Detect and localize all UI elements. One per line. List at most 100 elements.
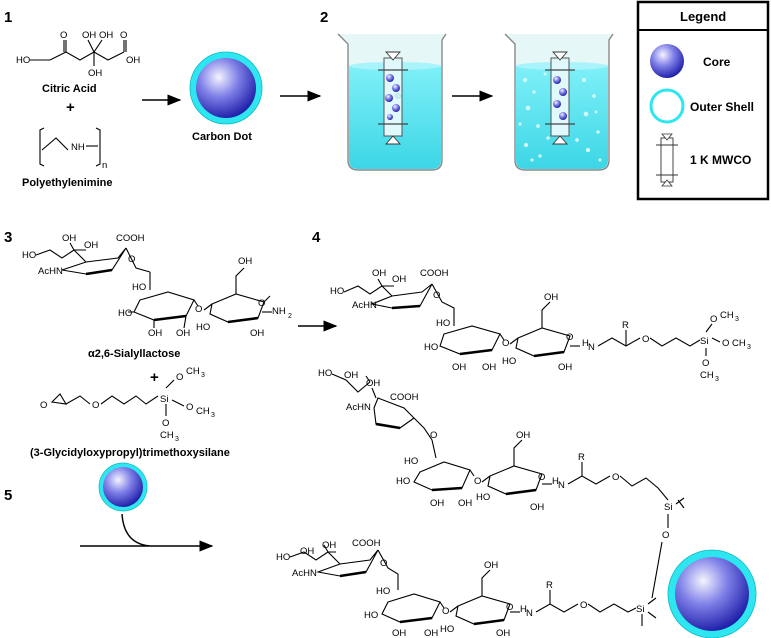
svg-text:HO: HO [440,624,454,635]
legend-core-icon [650,44,684,78]
svg-text:3: 3 [735,316,739,323]
svg-text:O: O [662,530,669,541]
svg-text:OH: OH [366,378,380,389]
svg-text:AcHN: AcHN [346,402,371,413]
svg-text:O: O [195,304,202,315]
svg-text:O: O [433,290,440,301]
carbon-dot-label: Carbon Dot [192,131,252,143]
svg-text:OH: OH [344,370,358,381]
svg-text:O: O [186,402,193,413]
svg-text:NH: NH [272,306,286,317]
svg-text:n: n [102,160,107,171]
svg-text:3: 3 [715,376,719,383]
glycidyl-silane-structure: O O Si O CH 3 O CH 3 O CH 3 [40,366,215,443]
pei-structure: NH n [39,127,107,171]
svg-text:O: O [442,606,449,617]
svg-text:O: O [580,600,587,611]
svg-text:OH: OH [516,430,530,441]
svg-text:N: N [526,608,533,619]
svg-text:CH: CH [700,370,714,381]
svg-text:HO: HO [404,456,418,467]
legend-shell-label: Outer Shell [690,100,754,114]
svg-text:HO: HO [436,318,450,329]
svg-text:O: O [566,332,573,343]
small-carbon-dot [98,462,148,512]
svg-text:CH: CH [196,406,210,417]
functionalized-chain-upper: OH OH COOH HO AcHN O HO HO OH OH O OH HO… [318,368,685,541]
svg-text:O: O [162,418,169,429]
svg-text:OH: OH [82,30,96,41]
svg-text:O: O [538,472,545,483]
svg-text:OH: OH [392,274,406,285]
svg-text:HO: HO [396,476,410,487]
svg-text:HO: HO [276,552,290,563]
svg-text:OH: OH [126,55,140,66]
svg-text:O: O [40,400,47,411]
svg-text:3: 3 [201,372,205,379]
svg-text:3: 3 [747,344,751,351]
svg-text:O: O [506,602,513,613]
svg-text:OH: OH [496,628,510,638]
legend-box [636,0,770,201]
legend-core-label: Core [703,55,731,69]
svg-text:Si: Si [160,394,168,405]
svg-text:O: O [176,372,183,383]
beaker-dialysis-start [337,33,447,171]
svg-text:O: O [710,314,717,325]
svg-text:H: H [582,338,589,349]
svg-text:H: H [552,476,559,487]
plus-sign-1: + [66,99,75,116]
legend-mwco-icon [656,133,678,187]
svg-text:OH: OH [430,498,444,509]
svg-text:OH: OH [250,328,264,339]
svg-text:H: H [520,604,527,615]
large-carbon-dot [667,549,757,638]
svg-text:CH: CH [732,338,746,349]
svg-text:HO: HO [376,586,390,597]
svg-text:OH: OH [558,362,572,373]
svg-text:COOH: COOH [390,392,419,403]
svg-text:HO: HO [364,610,378,621]
svg-text:AcHN: AcHN [292,568,317,579]
svg-text:OH: OH [530,502,544,513]
arrow-5 [80,513,212,546]
svg-text:OH: OH [544,292,558,303]
svg-text:O: O [128,254,135,265]
step-1-number: 1 [4,9,12,26]
svg-text:N: N [588,342,595,353]
svg-text:O: O [612,472,619,483]
svg-text:HO: HO [318,368,332,379]
svg-text:OH: OH [424,628,438,638]
svg-text:HO: HO [22,250,36,261]
svg-text:HO: HO [330,286,344,297]
svg-text:OH: OH [482,362,496,373]
svg-text:AcHN: AcHN [38,266,63,277]
plus-sign-2: + [150,369,159,386]
svg-text:OH: OH [322,540,336,551]
svg-text:R: R [578,452,585,463]
silane-label: (3-Glycidyloxypropyl)trimethoxysilane [30,447,230,459]
svg-text:2: 2 [288,313,292,320]
svg-text:COOH: COOH [352,538,381,549]
step-4-number: 4 [312,229,321,246]
svg-text:O: O [502,338,509,349]
svg-text:O: O [380,558,387,569]
svg-text:OH: OH [88,68,102,79]
svg-text:O: O [474,476,481,487]
svg-text:OH: OH [458,498,472,509]
svg-text:NH: NH [71,142,85,153]
svg-text:CH: CH [160,430,174,441]
svg-text:HO: HO [16,55,30,66]
citric-acid-structure: OH OH O O HO OH OH [16,30,140,79]
svg-text:HO: HO [424,342,438,353]
svg-text:OH: OH [452,362,466,373]
legend-title: Legend [680,9,726,24]
svg-text:CH: CH [720,310,734,321]
svg-text:OH: OH [372,268,386,279]
svg-text:OH: OH [176,328,190,339]
svg-text:O: O [642,334,649,345]
citric-acid-label: Citric Acid [42,83,97,95]
legend-mwco-label: 1 K MWCO [690,153,751,167]
svg-text:HO: HO [502,356,516,367]
sialyllactose-silane-conjugate: OH OH COOH HO AcHN O HO HO OH OH O OH HO… [330,268,751,383]
